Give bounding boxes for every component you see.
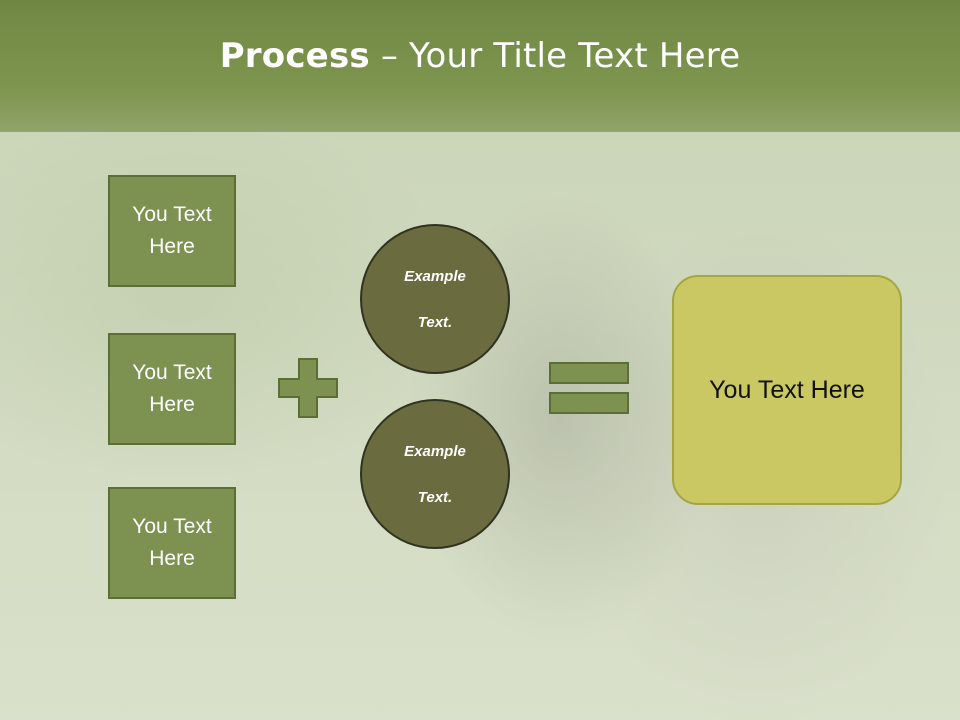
equals-icon [549, 362, 629, 414]
result-text: You Text Here [709, 375, 865, 404]
plus-icon [278, 358, 338, 418]
slide-title: Process – Your Title Text Here [220, 36, 741, 76]
title-rest: – Your Title Text Here [369, 36, 741, 76]
circle-2: Example Text. [360, 399, 510, 549]
left-box-3-line1: You Text [132, 515, 212, 538]
title-bold: Process [219, 36, 370, 76]
left-box-2-line2: Here [149, 393, 195, 416]
left-box-1: You Text Here [108, 175, 236, 287]
left-box-3: You Text Here [108, 487, 236, 599]
circle-2-text: Example Text. [385, 440, 485, 509]
circle-1: Example Text. [360, 224, 510, 374]
circle-1-text: Example Text. [385, 265, 485, 334]
left-box-3-line2: Here [149, 547, 195, 570]
left-box-3-text: You Text Here [117, 511, 227, 575]
circle-2-line1: Example [404, 442, 466, 460]
circle-2-line2: Text. [417, 488, 453, 506]
left-box-1-text: You Text Here [117, 199, 227, 263]
left-box-2-text: You Text Here [117, 357, 227, 421]
left-box-2-line1: You Text [132, 361, 212, 384]
title-band: Process – Your Title Text Here [0, 0, 960, 132]
circle-1-line2: Text. [417, 313, 453, 331]
left-box-2: You Text Here [108, 333, 236, 445]
left-box-1-line1: You Text [132, 203, 212, 226]
left-box-1-line2: Here [149, 235, 195, 258]
result-box: You Text Here [672, 275, 902, 505]
circle-1-line1: Example [404, 267, 466, 285]
